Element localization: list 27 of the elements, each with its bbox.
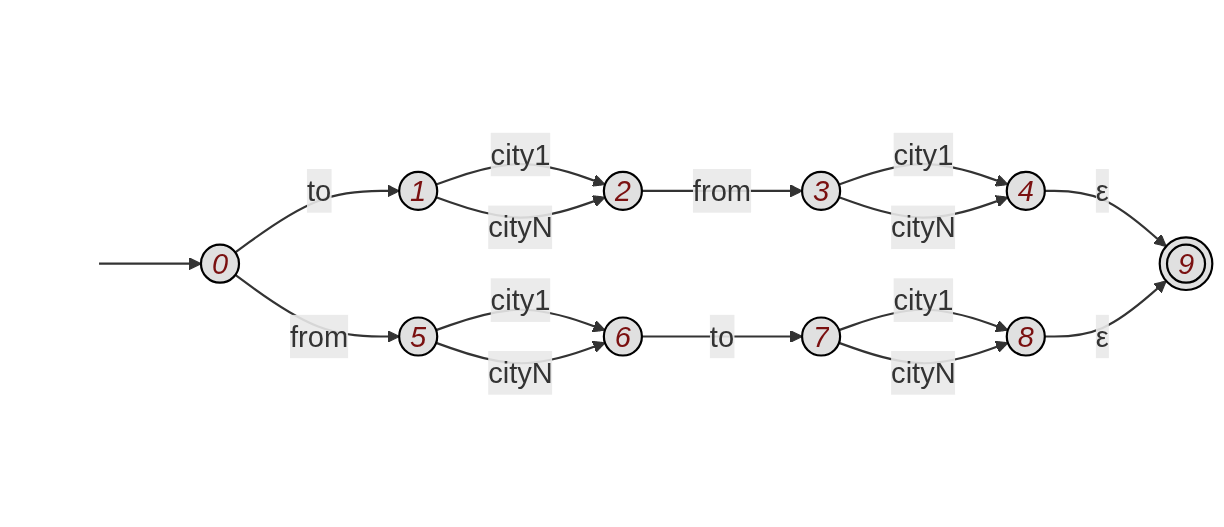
node-circle: 4 <box>1005 170 1046 211</box>
edge-label: cityN <box>488 356 553 389</box>
edge-label: cityN <box>891 211 956 244</box>
node-circle: 3 <box>801 170 842 211</box>
node-circle: 8 <box>1005 316 1046 357</box>
node-circle: 6 <box>602 316 643 357</box>
edge-label: cityN <box>488 211 553 244</box>
edge-label: cityN <box>891 356 956 389</box>
edge-label: to <box>709 320 735 353</box>
edge-label: ε <box>1095 174 1109 207</box>
node-circle: 2 <box>602 170 643 211</box>
edge-label: ε <box>1095 320 1109 353</box>
arrow <box>1044 189 1167 247</box>
edge-label: from <box>692 174 752 207</box>
node-circle: 5 <box>398 316 439 357</box>
edge-label: city1 <box>490 138 551 171</box>
edge-label: city1 <box>893 283 954 316</box>
node-circle: 1 <box>398 170 439 211</box>
edge-label: to <box>306 174 332 207</box>
node-circle: 0 <box>199 243 241 284</box>
arrow <box>1044 280 1167 338</box>
node-circle: 7 <box>801 316 842 357</box>
edge-label: city1 <box>893 138 954 171</box>
arrow <box>99 257 202 270</box>
edge-label: city1 <box>490 283 551 316</box>
edge-label: from <box>289 320 349 353</box>
node-circle: 9 <box>1158 236 1214 291</box>
